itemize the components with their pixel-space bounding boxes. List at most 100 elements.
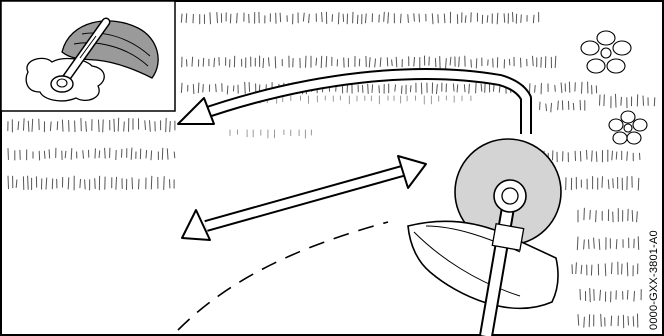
grass-blade	[27, 120, 30, 132]
grass-blade	[637, 177, 640, 191]
grass-blade	[94, 178, 96, 189]
grass-blade	[371, 84, 374, 93]
grass-blade	[611, 150, 613, 161]
grass-blade	[589, 287, 591, 303]
grass-blade	[486, 15, 489, 23]
grass-blade	[599, 289, 601, 301]
arrow-head-left-upper	[177, 97, 215, 125]
grass-blade	[149, 120, 151, 132]
grass-blade	[615, 151, 618, 160]
grass-blade	[431, 13, 434, 25]
grass-blade	[7, 175, 9, 190]
trimmer-head-guard	[407, 138, 562, 336]
grass-blade	[379, 57, 382, 67]
grass-blade	[579, 151, 582, 162]
grass-blade	[180, 13, 183, 23]
grass-blade	[115, 176, 117, 190]
grass-blade	[633, 290, 635, 302]
grass-blade	[163, 176, 165, 190]
grass-blade	[554, 55, 557, 68]
grass-blade	[85, 121, 87, 132]
grass-blade	[130, 147, 133, 160]
grass-blade	[166, 148, 169, 160]
trimmer-inset	[0, 0, 176, 112]
grass-blade	[588, 239, 590, 250]
grass-blade	[70, 148, 73, 160]
grass-blade	[581, 81, 583, 94]
arrow-head-left	[181, 209, 211, 241]
flower-icon	[580, 30, 632, 74]
grass-blade	[534, 85, 536, 93]
grass-blade	[591, 150, 593, 162]
grass-blade	[145, 149, 148, 159]
grass-blade	[387, 12, 389, 24]
grass-blade	[67, 177, 70, 190]
grass-blade	[64, 150, 67, 159]
grass-blade	[248, 82, 251, 92]
grass-blade	[325, 56, 328, 68]
grass-blade	[27, 175, 29, 190]
grass-blade	[475, 82, 477, 94]
grass-blade	[520, 14, 522, 23]
grass-blade	[458, 56, 460, 68]
grass-blade	[593, 237, 595, 249]
grass-blade	[43, 150, 46, 159]
grass-blade	[626, 262, 629, 277]
grass-blade	[493, 84, 495, 92]
grass-blade	[407, 14, 409, 23]
grass-blade	[400, 13, 402, 24]
inset-guard-shape	[61, 20, 159, 79]
grass-blade	[601, 176, 603, 188]
grass-blade	[576, 236, 579, 251]
grass-blade	[117, 117, 120, 132]
grass-blade	[580, 264, 583, 275]
grass-blade	[595, 151, 598, 162]
grass-blade	[202, 84, 204, 93]
grass-blade	[31, 118, 34, 132]
grass-blade	[104, 147, 106, 159]
grass-blade	[498, 84, 501, 93]
grass-blade	[197, 82, 200, 94]
grass-blade	[337, 12, 340, 25]
grass-blade	[577, 314, 580, 326]
grass-blade	[631, 210, 634, 222]
grass-blade	[610, 315, 613, 327]
grass-blade	[395, 56, 398, 68]
grass-blade	[413, 13, 415, 22]
grass-blade	[615, 239, 618, 250]
grass-blade	[554, 84, 556, 92]
grass-blade	[216, 12, 218, 24]
grass-blade	[84, 179, 86, 190]
grass-blade	[244, 81, 246, 94]
grass-blade	[185, 13, 188, 23]
grass-blade	[236, 12, 238, 24]
grass-blade	[583, 316, 585, 328]
grass-blade	[443, 13, 446, 24]
grass-blade	[17, 121, 20, 131]
grass-blade	[545, 103, 547, 112]
grass-blade	[532, 14, 535, 24]
grass-blade	[79, 178, 81, 189]
grass-blade	[391, 59, 393, 67]
grass-blade	[615, 93, 617, 108]
grass-blade	[600, 313, 602, 327]
grass-blade	[595, 210, 597, 223]
grass-blade	[82, 150, 84, 159]
grass-blade	[627, 316, 629, 326]
grass-blade	[607, 179, 610, 190]
grass-blade	[226, 85, 229, 95]
grass-blade	[480, 83, 483, 92]
grass-blade	[169, 121, 171, 133]
grass-blade	[365, 13, 367, 24]
grass-blade	[611, 262, 613, 275]
grass-blade	[192, 84, 195, 95]
grass-blade	[626, 289, 629, 300]
grass-texture	[7, 11, 656, 329]
grass-blade	[180, 82, 183, 93]
grass-blade	[161, 147, 164, 160]
grass-blade	[496, 12, 499, 25]
grass-blade	[436, 84, 438, 95]
grass-blade	[468, 83, 470, 94]
grass-blade	[586, 149, 588, 160]
grass-blade	[532, 55, 534, 67]
